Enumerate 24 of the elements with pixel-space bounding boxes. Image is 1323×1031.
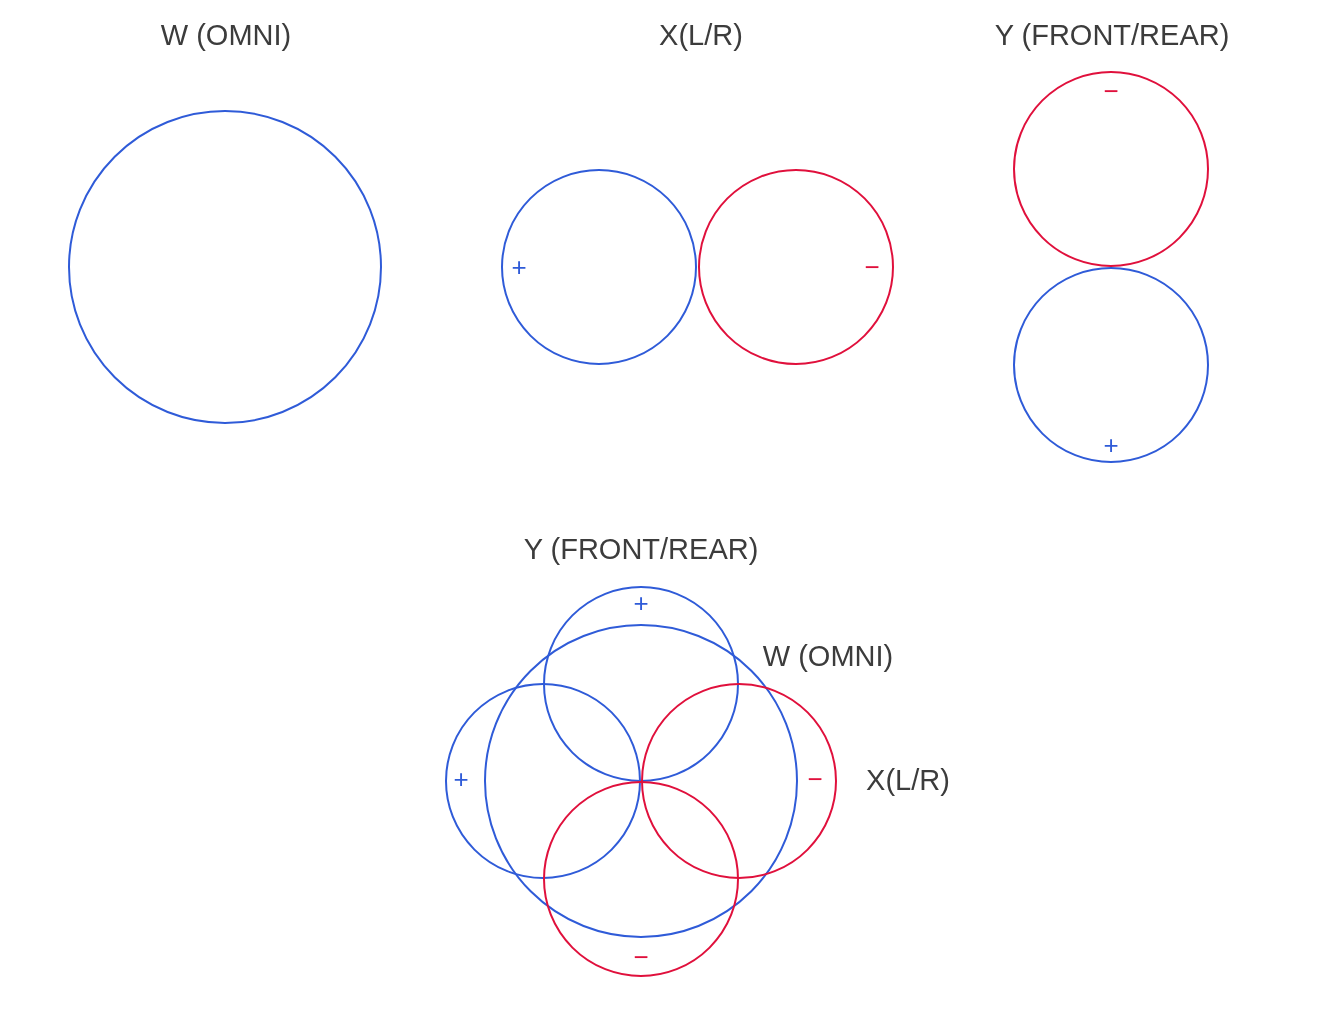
pattern-label: W (OMNI)	[762, 639, 894, 673]
polarity-sign: +	[453, 766, 469, 792]
polar-pattern-circle	[641, 683, 837, 879]
pattern-label: X(L/R)	[866, 763, 950, 797]
polarity-sign: −	[864, 254, 880, 280]
polarity-sign: +	[1103, 432, 1119, 458]
polar-pattern-circle	[698, 169, 894, 365]
polar-pattern-circle	[445, 683, 641, 879]
pattern-label: W (OMNI)	[160, 18, 292, 52]
polar-pattern-circle	[1013, 71, 1209, 267]
pattern-label: Y (FRONT/REAR)	[994, 18, 1230, 52]
polar-pattern-circle	[543, 586, 739, 782]
polar-pattern-circle	[484, 624, 798, 938]
polar-pattern-circle	[543, 781, 739, 977]
polarity-sign: +	[511, 254, 527, 280]
polarity-sign: +	[633, 590, 649, 616]
pattern-label: Y (FRONT/REAR)	[523, 532, 759, 566]
polarity-sign: −	[807, 766, 823, 792]
polar-pattern-circle	[1013, 267, 1209, 463]
polar-pattern-circle	[501, 169, 697, 365]
pattern-label: X(L/R)	[659, 18, 743, 52]
polarity-sign: −	[633, 944, 649, 970]
polarity-sign: −	[1103, 78, 1119, 104]
polar-pattern-circle	[68, 110, 382, 424]
